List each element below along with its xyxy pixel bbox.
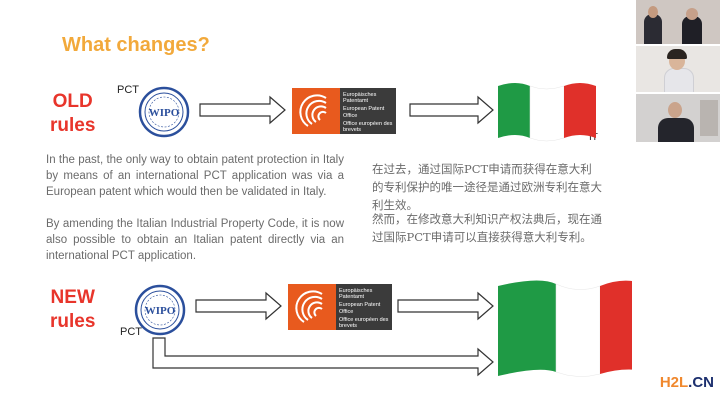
pct-label-old: PCT bbox=[117, 84, 139, 96]
it-label-old: IT bbox=[589, 132, 598, 143]
site-watermark: H2L.CN bbox=[659, 374, 714, 391]
pct-label-new: PCT bbox=[120, 326, 142, 338]
video-tile-2[interactable] bbox=[636, 46, 720, 92]
arrow-wipo-to-epo-new bbox=[195, 291, 282, 321]
italy-flag-old bbox=[498, 83, 596, 142]
wipo-text: WIPO bbox=[149, 107, 180, 119]
participant-silhouette bbox=[682, 16, 702, 44]
participant-silhouette bbox=[664, 68, 694, 92]
slide-title: What changes? bbox=[62, 34, 210, 56]
background-shelf bbox=[700, 100, 718, 136]
epo-logo-new: Europäisches Patentamt European Patent O… bbox=[288, 284, 392, 330]
epo-mark-icon bbox=[292, 88, 340, 134]
arrow-wipo-to-epo-old bbox=[199, 95, 286, 125]
arrow-epo-to-it-old bbox=[409, 95, 494, 125]
participant-silhouette bbox=[644, 14, 662, 44]
video-participants-strip bbox=[632, 0, 720, 405]
paragraph-new-rules-cn: 然而，在修改意大利知识产权法典后，现在通过国际PCT申请可以直接获得意大利专利。 bbox=[372, 212, 602, 244]
wipo-emblem-new: WIPO bbox=[134, 284, 186, 336]
paragraph-old-rules-cn: 在过去，通过国际PCT申请而获得在意大利的专利保护的唯一途径是通过欧洲专利在意大… bbox=[372, 162, 602, 212]
paragraph-old-rules-en: In the past, the only way to obtain pate… bbox=[46, 154, 344, 198]
italy-flag-new bbox=[498, 280, 638, 377]
wipo-text: WIPO bbox=[145, 305, 176, 317]
paragraph-new-rules-en: By amending the Italian Industrial Prope… bbox=[46, 218, 344, 262]
arrow-direct-pct-to-it bbox=[152, 337, 494, 377]
epo-mark-icon bbox=[288, 284, 336, 330]
participant-silhouette bbox=[658, 118, 694, 142]
video-tile-1[interactable] bbox=[636, 0, 720, 44]
video-tile-3[interactable] bbox=[636, 94, 720, 142]
presentation-slide: What changes? OLD rules NEW rules PCT PC… bbox=[46, 34, 650, 377]
old-rules-label: OLD rules bbox=[50, 91, 96, 136]
participant-face bbox=[686, 8, 698, 20]
participant-hair bbox=[667, 49, 687, 59]
new-rules-label: NEW rules bbox=[50, 287, 96, 332]
wipo-emblem-old: WIPO bbox=[138, 86, 190, 138]
arrow-epo-to-it-new bbox=[397, 291, 494, 321]
epo-logo-old: Europäisches Patentamt European Patent O… bbox=[292, 88, 396, 134]
participant-face bbox=[668, 102, 682, 118]
participant-face bbox=[648, 6, 658, 18]
